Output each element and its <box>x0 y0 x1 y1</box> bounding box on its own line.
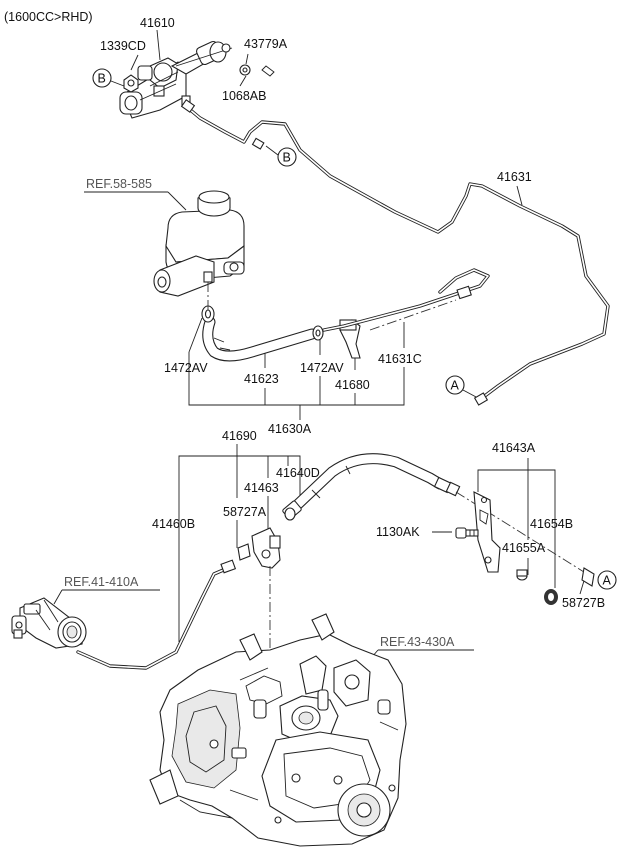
label-58727A: 58727A <box>223 505 267 519</box>
label-41640D: 41640D <box>276 466 320 480</box>
reservoir-ref-58-585 <box>153 190 245 297</box>
ref-58-585: REF.58-585 <box>86 177 152 191</box>
label-43779A: 43779A <box>244 37 288 51</box>
label-41643A: 41643A <box>492 441 536 455</box>
label-41655A: 41655A <box>502 541 546 555</box>
variant-label: (1600CC>RHD) <box>4 10 93 24</box>
callout-a-right: A <box>597 570 617 590</box>
pin-41655A <box>516 569 528 581</box>
label-1472AV-left: 1472AV <box>164 361 208 375</box>
callout-b-left-letter: B <box>98 72 106 86</box>
nut-1339CD <box>123 74 139 93</box>
label-41610: 41610 <box>140 16 175 30</box>
label-1068AB: 1068AB <box>222 89 266 103</box>
label-41680: 41680 <box>335 378 370 392</box>
clutch-tube-41631 <box>180 99 610 406</box>
bracket-41643A <box>473 491 501 573</box>
label-41460B: 41460B <box>152 517 195 531</box>
pin-43779A <box>261 65 275 77</box>
label-1472AV-right: 1472AV <box>300 361 344 375</box>
label-41463: 41463 <box>244 481 279 495</box>
clip-58727B <box>581 567 595 587</box>
callout-b-left: B <box>92 68 125 88</box>
clutch-master-cylinder <box>119 57 191 119</box>
release-cylinder-ref-41-410A <box>11 597 87 649</box>
washer-1068AB <box>239 64 251 76</box>
label-1130AK: 1130AK <box>376 525 420 539</box>
label-41654B: 41654B <box>530 517 573 531</box>
ref-41-410A: REF.41-410A <box>64 575 139 589</box>
seal-41654B <box>544 589 558 605</box>
label-41630A: 41630A <box>268 422 312 436</box>
tube-41460B <box>76 559 237 670</box>
hose-41640D <box>282 453 461 521</box>
ref-43-430A: REF.43-430A <box>380 635 455 649</box>
callout-b-mid: B <box>265 145 297 167</box>
callout-b-mid-letter: B <box>283 151 291 165</box>
push-rod-assembly <box>170 40 233 75</box>
label-41631: 41631 <box>497 170 532 184</box>
clip-58727A <box>237 543 251 561</box>
tube-41631C <box>322 268 490 332</box>
transaxle-ref-43-430A <box>149 613 407 847</box>
label-1339CD: 1339CD <box>100 39 146 53</box>
hose-41623 <box>202 316 318 362</box>
callout-a-left: A <box>445 375 479 399</box>
bracket-41463 <box>251 527 281 569</box>
label-41631C: 41631C <box>378 352 422 366</box>
clip-1472AV-right <box>312 325 324 341</box>
callout-a-right-letter: A <box>603 574 612 588</box>
label-41623: 41623 <box>244 372 279 386</box>
label-58727B: 58727B <box>562 596 605 610</box>
callout-a-left-letter: A <box>451 379 460 393</box>
label-41690: 41690 <box>222 429 257 443</box>
bolt-1130AK <box>455 527 479 539</box>
